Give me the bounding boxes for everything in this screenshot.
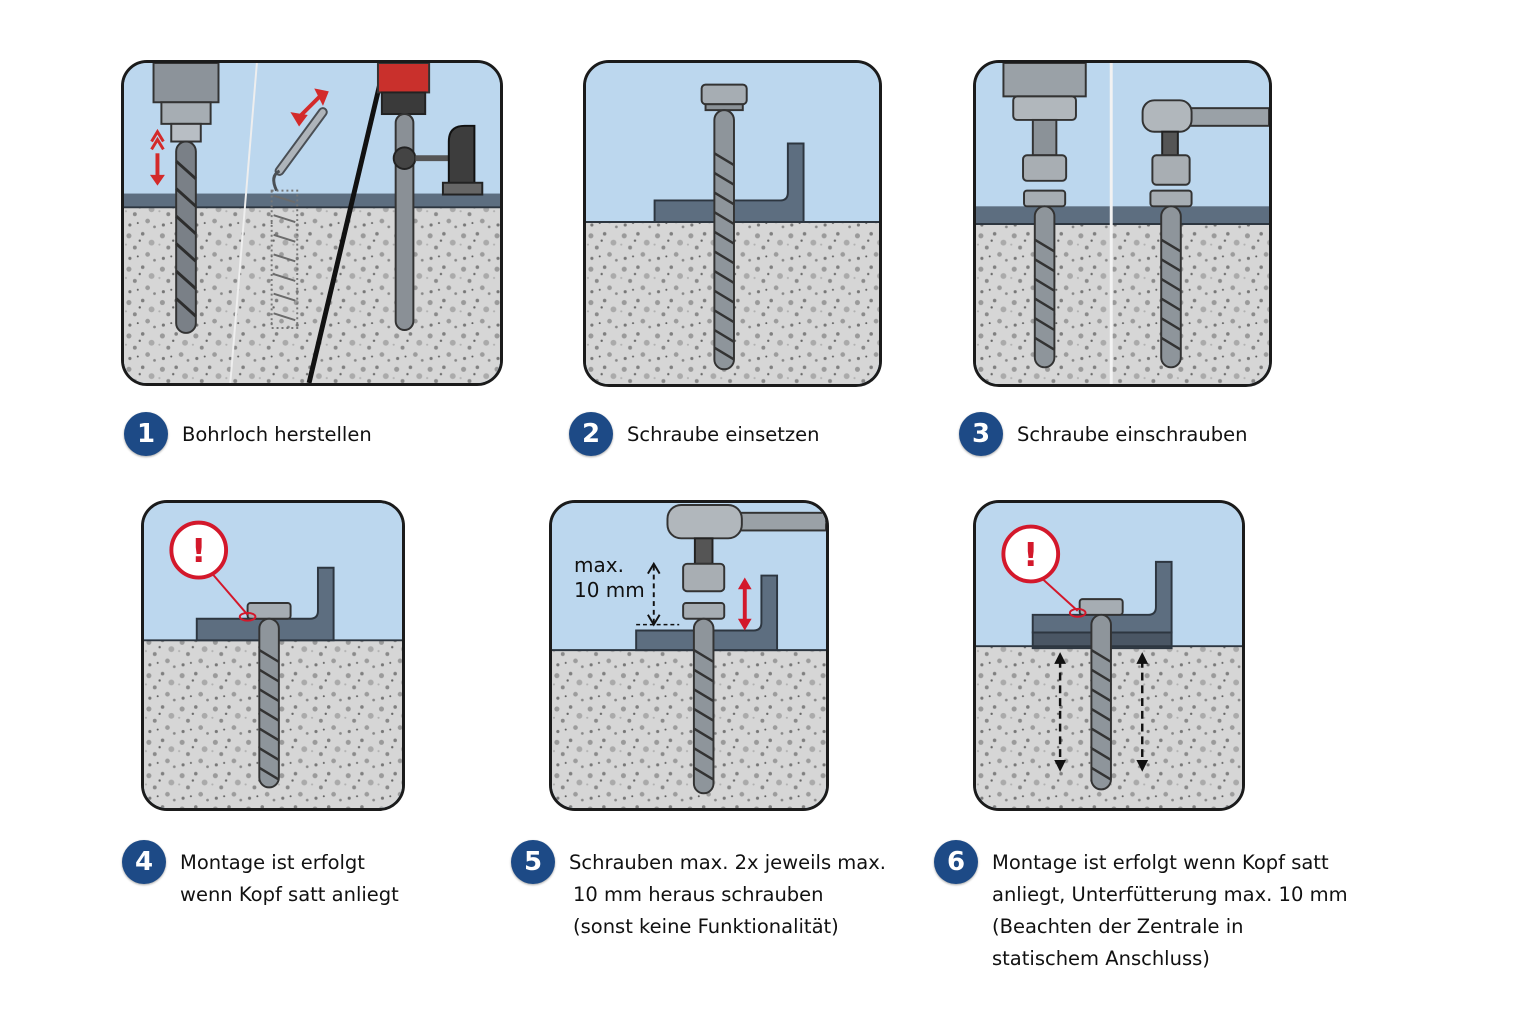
step-1-illustration [124,63,500,383]
step-number-badge: 3 [959,412,1003,456]
hex-bolt-icon [246,602,292,789]
step-number-badge: 1 [124,412,168,456]
step-caption-text: Bohrloch herstellen [182,423,372,446]
step-5-caption: 5 Schrauben max. 2x jeweils max. 10 mm h… [511,840,886,943]
step-6-caption: 6 Montage ist erfolgt wenn Kopf satt anl… [934,840,1348,975]
torque-wrench-icon [666,503,826,593]
step-2-caption: 2 Schraube einsetzen [569,412,820,456]
step-number-badge: 6 [934,840,978,884]
warning-icon: ! [169,520,229,580]
svg-text:!: ! [1023,535,1038,574]
step-caption-text: Montage ist erfolgt wenn Kopf satt anlie… [992,851,1348,970]
hex-bolt-icon [700,83,748,371]
step-number-badge: 5 [511,840,555,884]
double-arrow-icon [737,577,752,631]
step-number-badge: 2 [569,412,613,456]
hex-bolt-icon [682,602,726,795]
torque-wrench-icon [1141,99,1269,186]
max-10mm-label: max. 10 mm [574,553,645,602]
step-1-panel [121,60,503,386]
step-2-panel [583,60,882,387]
step-4-caption: 4 Montage ist erfolgt wenn Kopf satt anl… [122,840,399,911]
step-4-illustration: ! [144,503,402,808]
step-caption-text: Schraube einsetzen [627,423,820,446]
hex-bolt-icon [1078,598,1124,791]
step-3-panel [973,60,1272,387]
vacuum-icon [376,63,484,331]
cleaning-brush-icon [270,107,328,330]
svg-text:!: ! [191,531,206,570]
double-arrow-icon [1054,652,1149,772]
step-5-panel: max. 10 mm [549,500,829,811]
step-6-illustration: ! [976,503,1242,808]
impact-driver-icon [1002,63,1087,182]
step-6-panel: ! [973,500,1245,811]
step-5-illustration [552,503,826,808]
step-caption-text: Schrauben max. 2x jeweils max. 10 mm her… [569,851,886,938]
step-3-caption: 3 Schraube einschrauben [959,412,1247,456]
step-3-illustration [976,63,1269,384]
steel-angle-bracket [653,142,805,224]
step-2-illustration [586,63,879,384]
step-number-badge: 4 [122,840,166,884]
step-caption-text: Montage ist erfolgt wenn Kopf satt anlie… [180,851,399,906]
step-1-caption: 1 Bohrloch herstellen [124,412,372,456]
step-caption-text: Schraube einschrauben [1017,423,1248,446]
warning-icon: ! [1001,524,1061,584]
hex-bolt-icon [1149,189,1193,369]
hex-bolt-icon [1023,189,1067,369]
step-4-panel: ! [141,500,405,811]
drill-icon [152,63,220,334]
